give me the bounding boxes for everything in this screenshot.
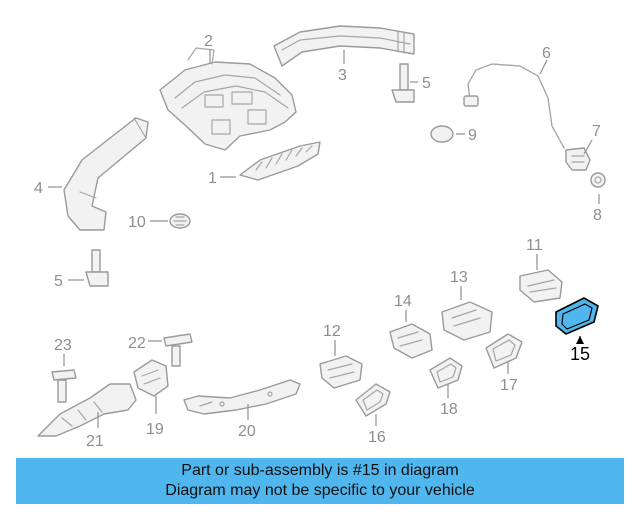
callout-15-arrowhead [576,336,584,344]
part-14-vent [389,323,433,359]
callout-16: 16 [368,429,386,446]
part-7-grommet [565,147,591,171]
part-3-upper-duct [273,25,415,67]
callout-9: 9 [468,127,477,144]
part-17-seal [485,333,523,369]
callout-5-bottom: 5 [54,273,63,290]
callout-15: 15 [570,344,590,364]
callout-21: 21 [86,433,104,450]
part-18-seal [429,357,463,389]
part-9-seal [430,125,454,143]
leader-lines [48,50,600,428]
callout-18: 18 [440,401,458,418]
part-23-clip [51,369,77,403]
banner-line-part: Part or sub-assembly is #15 in diagram [181,462,459,479]
part-13-vent [441,301,493,341]
banner-line-disclaimer: Diagram may not be specific to your vehi… [165,482,475,499]
callout-2: 2 [204,33,213,50]
callout-22: 22 [128,335,146,352]
callout-7: 7 [592,123,601,140]
callout-20: 20 [238,423,256,440]
part-20-floor-duct [183,379,301,415]
part-16-seal [355,383,391,417]
callout-8: 8 [593,207,602,224]
callout-11: 11 [526,237,543,254]
callout-19: 19 [146,421,164,438]
callout-17: 17 [500,377,518,394]
part-22-clip [163,333,193,367]
callout-14: 14 [394,293,412,310]
part-1-grille [239,141,321,181]
part-15-seal-highlighted [555,297,599,335]
part-11-vent [519,269,563,303]
callout-6: 6 [542,45,551,62]
callout-4: 4 [34,180,43,197]
part-10-plug [169,213,191,229]
part-21-rear-duct [37,383,137,437]
callout-13: 13 [450,269,468,286]
callout-5-top: 5 [422,75,431,92]
info-banner: Part or sub-assembly is #15 in diagram D… [16,458,624,504]
part-5-clip-top [391,63,415,103]
part-12-vent [319,355,363,389]
part-19-duct [133,359,169,397]
callout-1: 1 [208,170,217,187]
part-2-duct-assembly [159,47,297,151]
part-4-side-duct [63,117,149,231]
callout-3: 3 [338,67,347,84]
part-5-clip-bottom [85,249,109,287]
part-8-plug [590,172,606,188]
callout-12: 12 [323,323,341,340]
callout-10: 10 [128,214,146,231]
callout-labels: 2 3 5 6 7 8 9 1 4 10 5 11 15 13 14 17 12… [34,33,602,450]
callout-23: 23 [54,337,72,354]
part-6-drain-hose [463,63,565,149]
